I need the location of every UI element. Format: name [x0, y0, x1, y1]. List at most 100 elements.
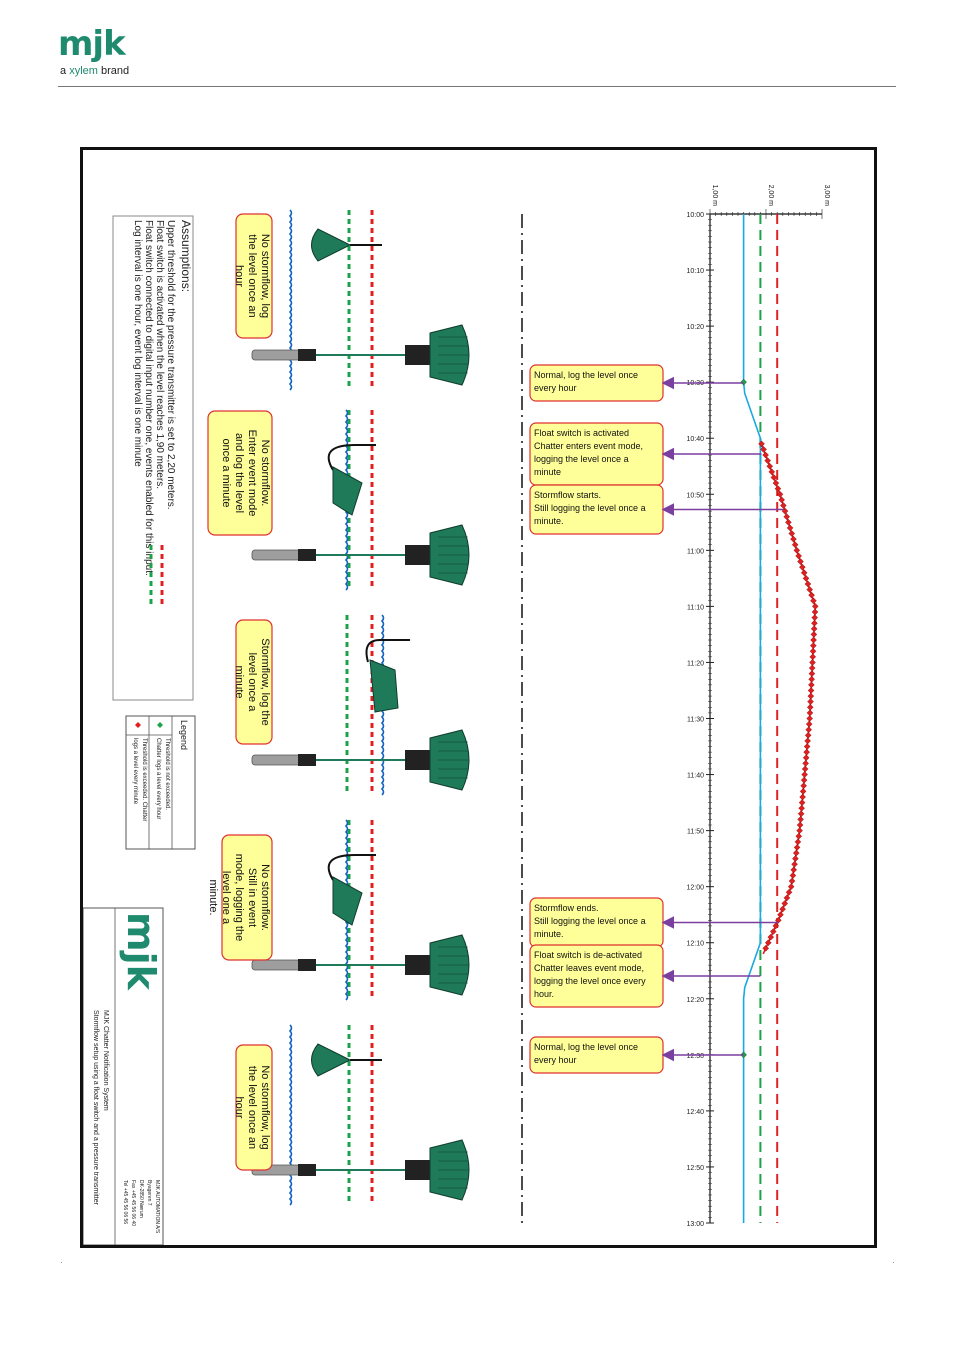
title-block-company: Fax +45 45 56 06 40: [130, 1180, 136, 1226]
event-log-marker: [768, 468, 776, 476]
event-log-marker: [789, 872, 797, 879]
event-log-marker: [811, 614, 819, 621]
housing-gland: [405, 1160, 430, 1180]
callout-line: Float switch is activated: [534, 428, 629, 438]
event-log-marker: [810, 597, 817, 605]
water-level: [288, 1024, 293, 1206]
title-block-company: Tel +45 45 56 06 56: [122, 1180, 128, 1224]
event-log-marker: [808, 681, 815, 689]
event-log-marker: [766, 462, 774, 470]
scene-caption-line: Still in event: [246, 868, 258, 927]
callout-line: Chatter leaves event mode,: [534, 963, 644, 973]
event-log-marker: [802, 575, 810, 582]
scenes-layer: No stormflow, logthe level once anhourNo…: [207, 209, 470, 1206]
legend-red-marker: [135, 722, 141, 728]
scene-caption-line: No stormflow.: [259, 864, 271, 931]
event-log-marker: [803, 743, 811, 750]
event-log-marker: [806, 704, 814, 711]
event-log-marker: [764, 457, 771, 464]
callout: Stormflow starts.Still logging the level…: [529, 484, 784, 535]
event-log-marker: [806, 709, 814, 717]
event-log-marker: [792, 849, 800, 857]
scene-caption: No stormflow, logthe level once anhour: [233, 234, 271, 318]
event-log-marker: [762, 945, 770, 952]
callout-line: minute.: [534, 929, 564, 939]
scene-caption: Stormflow, log thelevel once aminute: [233, 638, 271, 725]
header-logo: mjk a xylem brand: [58, 24, 168, 80]
event-log-marker: [788, 530, 796, 537]
scene-caption-box: [235, 213, 273, 339]
event-log-marker: [764, 939, 772, 947]
event-log-marker: [793, 547, 801, 554]
event-log-marker: [797, 810, 805, 818]
time-tick-label: 10:20: [686, 324, 704, 331]
event-log-marker: [780, 502, 787, 509]
time-tick-label: 13:00: [686, 1221, 704, 1228]
event-log-marker: [809, 647, 817, 655]
event-log-marker: [769, 928, 777, 935]
scene-caption-box: [221, 834, 273, 961]
event-log-marker: [806, 586, 814, 593]
event-log-marker: [808, 670, 816, 677]
scene-caption-box: [207, 410, 273, 536]
title-block: [83, 907, 164, 1245]
probe-connector: [298, 1164, 316, 1176]
event-log-marker: [802, 760, 809, 767]
event-log-marker: [810, 636, 817, 644]
stormflow-diagram: No stormflow, logthe level once anhourNo…: [83, 185, 830, 1245]
legend-item: Threshold is not exceeded.: [164, 738, 170, 810]
event-log-marker: [794, 838, 802, 846]
float-switch: [332, 876, 363, 926]
event-log-marker: [798, 804, 805, 812]
legend-green-marker: [157, 722, 163, 728]
event-log-marker: [804, 732, 812, 739]
event-log-marker: [801, 765, 809, 773]
event-log-marker: [807, 698, 814, 705]
legend-item: Chatter logs a level every hour: [155, 738, 161, 819]
legend-title: Legend: [179, 720, 189, 750]
scene-caption-box: [235, 1044, 273, 1171]
scene-caption-line: the level once an: [246, 1066, 258, 1149]
scene-caption-line: level once a: [246, 653, 258, 713]
title-block-company: Byageren 7: [146, 1180, 152, 1206]
probe-connector: [298, 349, 316, 361]
assumptions-line: Float switch is activated when the level…: [154, 220, 165, 489]
assumptions-line: Upper threshold for the pressure transmi…: [165, 220, 176, 510]
assumptions-box: [112, 215, 194, 701]
scene-caption-line: mode, logging the: [233, 854, 245, 941]
callout-line: Normal, log the level once: [534, 1042, 638, 1052]
hourly-log-marker: [740, 378, 747, 386]
logo-wordmark: mjk: [58, 24, 126, 64]
time-tick-label: 12:50: [686, 1165, 704, 1172]
probe-connector: [298, 959, 316, 971]
event-log-marker: [803, 748, 810, 756]
page-mark: ·: [892, 1258, 895, 1267]
event-log-marker: [810, 642, 817, 649]
assumptions-title: Assumptions:: [179, 220, 193, 292]
event-log-marker: [799, 793, 806, 801]
callout-line: hour.: [534, 989, 554, 999]
pressure-probe: [251, 959, 301, 971]
pressure-probe: [251, 349, 301, 361]
event-log-marker: [790, 866, 798, 874]
title-block-company: MJK AUTOMATION A/S: [154, 1180, 160, 1234]
event-log-marker: [760, 446, 767, 453]
water-level: [288, 209, 293, 391]
event-log-marker: [795, 552, 802, 560]
event-log-marker: [799, 563, 806, 571]
event-log-marker: [776, 490, 784, 498]
event-log-marker: [805, 726, 812, 733]
title-block-subtitle: Stormflow setup using a float switch and…: [92, 1010, 99, 1206]
scene-caption-line: the level once an: [246, 234, 258, 317]
event-log-marker: [797, 816, 804, 823]
event-log-marker: [802, 754, 810, 762]
scene-caption-line: level one a: [220, 871, 232, 925]
logo-tagline: a xylem brand: [60, 65, 130, 77]
float-cable: [327, 444, 376, 471]
time-tick-label: 11:40: [687, 773, 704, 780]
event-log-marker: [796, 827, 803, 834]
event-log-marker: [785, 888, 793, 896]
housing-gland: [405, 955, 430, 975]
